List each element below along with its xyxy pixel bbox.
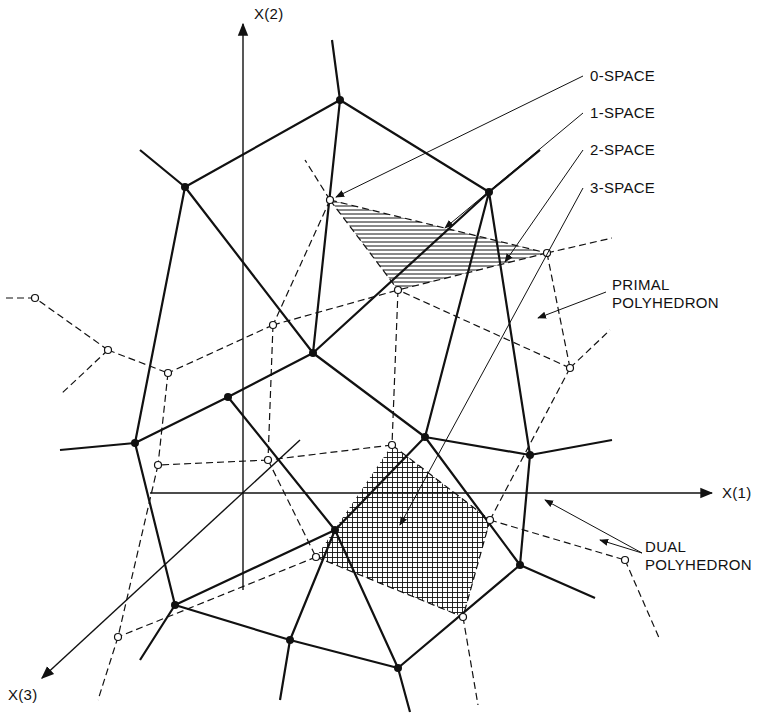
dual-vertex bbox=[622, 557, 629, 564]
dual-polyhedron-edges bbox=[4, 160, 660, 705]
axis-label: X(2) bbox=[252, 5, 286, 23]
callout-label: PRIMAL POLYHEDRON bbox=[610, 276, 732, 312]
callout-label: 0-SPACE bbox=[588, 67, 657, 85]
leader-line bbox=[538, 292, 606, 318]
dual-vertex bbox=[395, 287, 402, 294]
callout-label: 2-SPACE bbox=[588, 141, 657, 159]
leader-line bbox=[545, 500, 642, 553]
leader-line bbox=[505, 150, 583, 262]
dual-vertex bbox=[265, 457, 272, 464]
dual-vertex bbox=[313, 554, 320, 561]
leader-line bbox=[400, 188, 583, 525]
primal-vertex bbox=[286, 636, 294, 644]
dual-vertex bbox=[32, 295, 39, 302]
primal-vertex bbox=[171, 601, 179, 609]
dual-vertices bbox=[32, 197, 629, 641]
dual-vertex bbox=[270, 322, 277, 329]
primal-vertex bbox=[516, 561, 524, 569]
dual-vertex bbox=[155, 462, 162, 469]
primal-vertex bbox=[336, 96, 344, 104]
x3-axis bbox=[42, 440, 300, 678]
axis-label: X(1) bbox=[720, 484, 754, 502]
primal-vertices bbox=[131, 96, 534, 672]
dual-vertex bbox=[327, 197, 334, 204]
dual-vertex bbox=[115, 634, 122, 641]
primal-vertex bbox=[224, 393, 232, 401]
primal-polyhedron-edges bbox=[60, 40, 612, 712]
primal-vertex bbox=[421, 433, 429, 441]
callout-label: DUAL POLYHEDRON bbox=[643, 538, 765, 574]
callout-label: 3-SPACE bbox=[588, 179, 657, 197]
primal-vertex bbox=[526, 451, 534, 459]
primal-vertex bbox=[181, 183, 189, 191]
primal-vertex bbox=[394, 664, 402, 672]
primal-vertex bbox=[331, 526, 339, 534]
primal-vertex bbox=[131, 439, 139, 447]
three-space-crosshatch bbox=[316, 445, 490, 617]
callout-label: 1-SPACE bbox=[588, 104, 657, 122]
dual-vertex bbox=[105, 347, 112, 354]
leader-line bbox=[445, 113, 583, 228]
leader-line bbox=[336, 76, 583, 197]
primal-vertex bbox=[309, 349, 317, 357]
dual-vertex bbox=[165, 370, 172, 377]
dual-vertex bbox=[389, 442, 396, 449]
dual-vertex bbox=[487, 517, 494, 524]
x2-axis bbox=[242, 24, 243, 590]
dual-vertex bbox=[567, 365, 574, 372]
axis-label: X(3) bbox=[6, 686, 40, 704]
x1-axis bbox=[150, 492, 712, 493]
dual-vertex bbox=[460, 614, 467, 621]
